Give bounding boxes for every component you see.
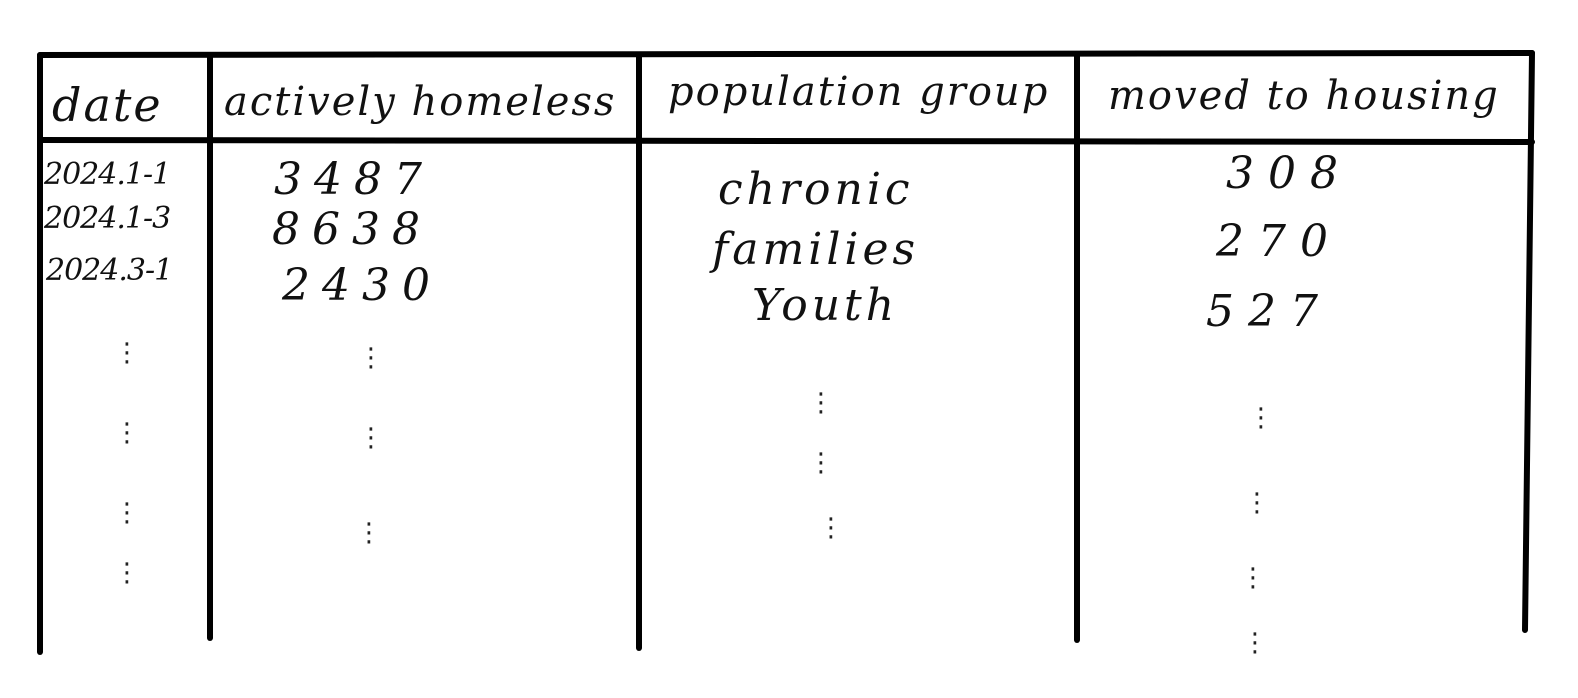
header-actively-homeless: actively homeless	[224, 79, 617, 125]
table-row-1-date: 2024.1-1	[44, 157, 171, 192]
table-row-2-date: 2024.1-3	[44, 201, 171, 236]
right-border-line	[1522, 50, 1535, 633]
header-population-group: population group	[668, 69, 1050, 115]
table-row-3-actively-homeless: 2430	[282, 260, 442, 311]
table-row-2-population-group: families	[712, 224, 920, 275]
table-row-1-actively-homeless: 3487	[274, 154, 434, 205]
table-row-3-moved-to-housing: 527	[1206, 286, 1332, 337]
header-moved-to-housing: moved to housing	[1108, 73, 1500, 119]
table-row-3-date: 2024.3-1	[46, 253, 173, 288]
table-row-1-moved-to-housing: 308	[1226, 148, 1352, 199]
top-border-line	[37, 50, 1535, 58]
header-date: date	[52, 78, 163, 132]
table-row-1-population-group: chronic	[718, 164, 914, 215]
header-divider-line	[37, 137, 1535, 145]
table-row-3-population-group: Youth	[752, 280, 899, 331]
table-row-2-moved-to-housing: 270	[1216, 216, 1342, 267]
table-row-2-actively-homeless: 8638	[272, 204, 432, 255]
